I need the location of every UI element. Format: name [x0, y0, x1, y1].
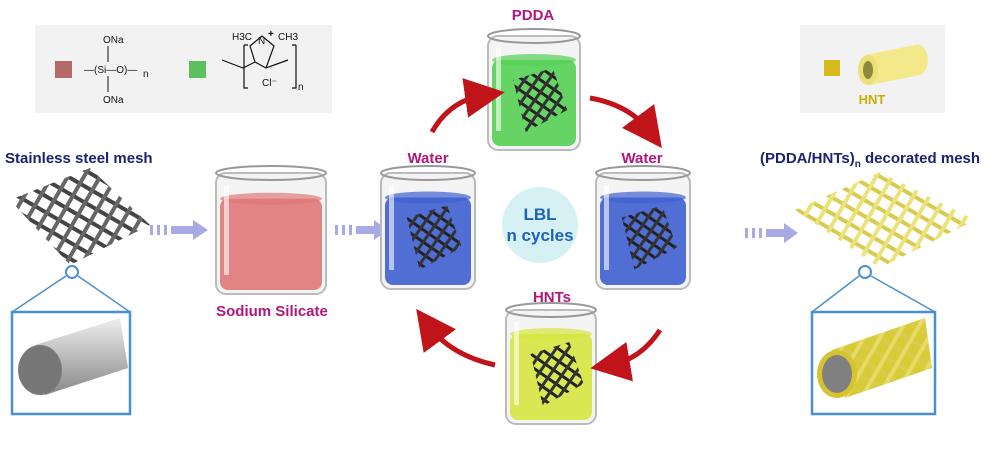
water-right-label: Water [621, 150, 662, 167]
final-mesh-label: (PDDA/HNTs)n decorated mesh [760, 150, 980, 170]
red-arrow-pdda-to-water [589, 95, 662, 149]
coated-wire-cylinder [817, 318, 932, 398]
red-arrow-water-to-hnts [590, 328, 663, 382]
pdda-sub: n [298, 82, 304, 93]
arrow-to-final [745, 223, 798, 243]
arrow-to-silicate [150, 220, 208, 240]
pdda-h3c: H3C [232, 32, 252, 43]
silicate-swatch [55, 61, 72, 78]
zoom-circle-left [65, 265, 79, 279]
legend-right-panel: HNT [800, 25, 945, 113]
beaker-water-left [380, 165, 476, 290]
pdda-charge: + [268, 29, 274, 40]
red-arrow-hnts-to-water [416, 308, 496, 368]
lbl-text: LBL [523, 205, 556, 224]
stainless-steel-mesh [10, 168, 150, 265]
start-mesh-label: Stainless steel mesh [5, 150, 153, 167]
silicate-ona-top: ONa [103, 35, 124, 46]
pdda-label: PDDA [512, 7, 555, 24]
pdda-cl: Cl⁻ [262, 78, 277, 89]
pdda-structure [221, 35, 297, 89]
beaker-hnts [505, 302, 597, 425]
decorated-mesh [795, 172, 975, 268]
hnts-label: HNTs [533, 289, 571, 306]
lbl-cycle-badge [502, 187, 578, 263]
pdda-swatch [189, 61, 206, 78]
zoom-circle-right [858, 265, 872, 279]
bare-wire-cylinder [18, 318, 128, 395]
beaker-pdda [487, 28, 581, 151]
sodium-silicate-label: Sodium Silicate [216, 303, 328, 320]
water-left-label: Water [407, 150, 448, 167]
legend-left-panel: ONa —(Si—O)— n ONa H3C + N CH3 Cl⁻ n [35, 25, 332, 113]
red-arrow-water-to-pdda [429, 78, 505, 134]
pdda-ch3: CH3 [278, 32, 298, 43]
pdda-n-atom: N [258, 36, 265, 47]
hnt-swatch [824, 60, 840, 76]
silicate-ona-bottom: ONa [103, 95, 124, 106]
hnt-label: HNT [859, 92, 886, 107]
beaker-sodium-silicate [215, 165, 327, 295]
silicate-chain: —(Si—O)— [84, 65, 137, 76]
n-cycles-text: n cycles [506, 226, 573, 245]
beaker-water-right [595, 165, 691, 290]
hnt-tube-icon [858, 44, 928, 85]
silicate-sub: n [143, 69, 149, 80]
